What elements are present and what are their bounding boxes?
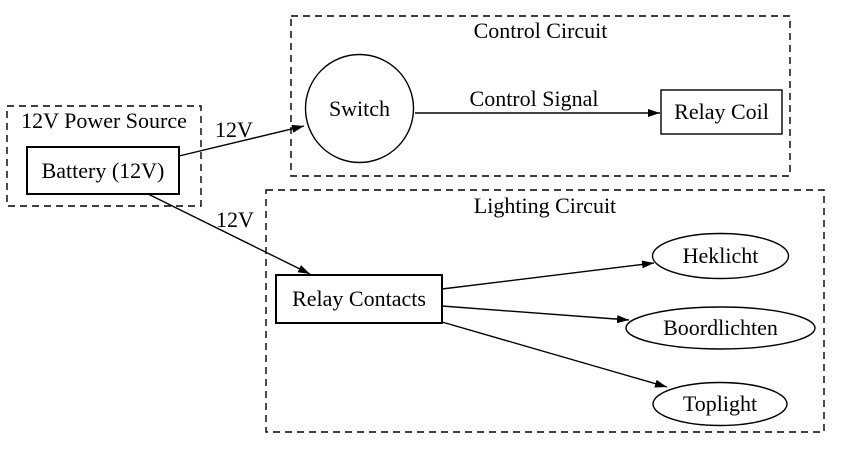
edge-relay-contacts-toplight bbox=[441, 321, 668, 388]
battery-node-label: Battery (12V) bbox=[41, 157, 165, 183]
switch-node-circle bbox=[304, 53, 415, 164]
lighting-cluster-label: Lighting Circuit bbox=[473, 193, 617, 218]
battery-node-box bbox=[26, 146, 180, 195]
relay-contacts-node-box bbox=[275, 274, 443, 324]
edge-battery-switch bbox=[178, 124, 305, 157]
power-cluster-label: 12V Power Source bbox=[21, 108, 187, 133]
toplight-node-ellipse bbox=[652, 381, 788, 427]
edge-label-battery-relay-contacts: 12V bbox=[216, 207, 254, 232]
relay-contacts-node-label: Relay Contacts bbox=[292, 286, 426, 311]
heklicht-node-label: Heklicht bbox=[682, 243, 759, 268]
boordlichten-node-label: Boordlichten bbox=[663, 315, 778, 340]
lighting-cluster-border bbox=[265, 189, 825, 433]
heklicht-node-ellipse bbox=[651, 232, 790, 280]
power-cluster-border bbox=[6, 105, 202, 207]
boordlichten-node-ellipse bbox=[625, 306, 816, 350]
control-cluster-border bbox=[290, 15, 791, 177]
toplight-node-label: Toplight bbox=[682, 391, 758, 416]
relay-coil-node-box bbox=[660, 89, 783, 135]
edge-battery-relay-contacts bbox=[147, 193, 311, 275]
edge-label-control-signal: Control Signal bbox=[469, 86, 599, 111]
edge-relay-contacts-heklicht bbox=[441, 260, 655, 290]
control-cluster-label: Control Circuit bbox=[473, 18, 608, 43]
switch-node-label: Switch bbox=[328, 95, 391, 121]
edge-relay-contacts-boordlichten bbox=[441, 305, 630, 324]
relay-coil-node-label: Relay Coil bbox=[674, 99, 769, 124]
edge-label-battery-switch: 12V bbox=[215, 117, 253, 142]
